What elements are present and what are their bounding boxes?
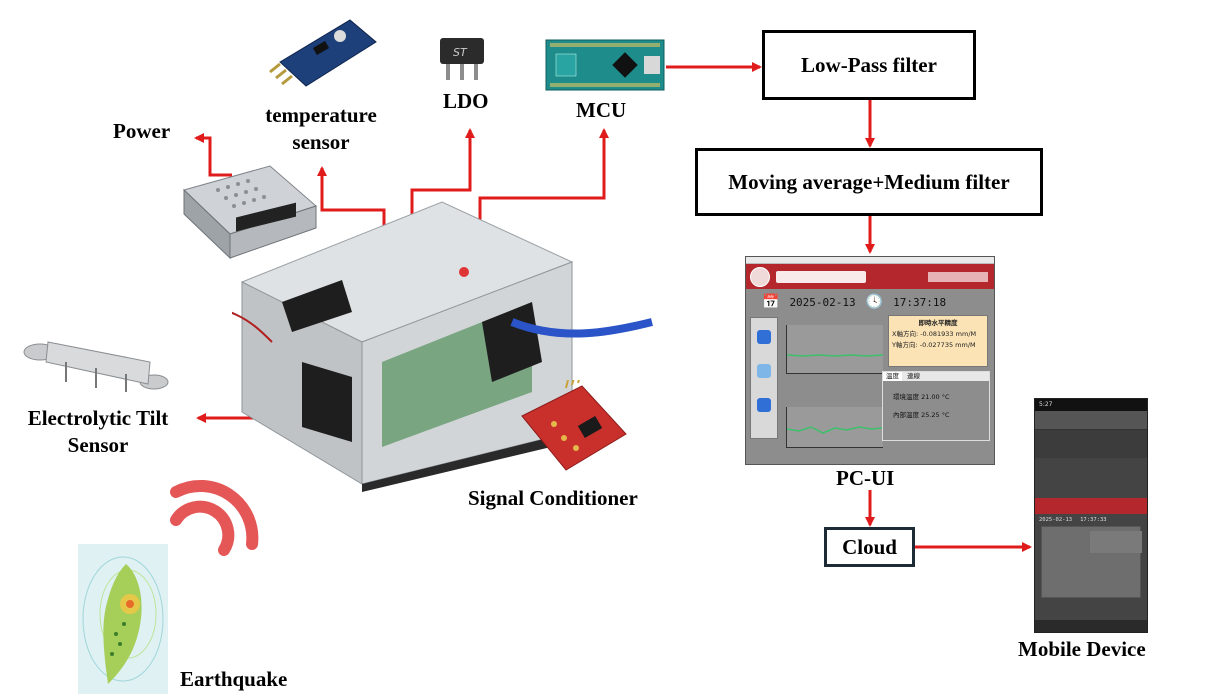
mcu-board-image [545,39,665,91]
ui-banner [746,264,994,289]
inner-temp-reading: 內部溫度 25.25 °C [893,411,950,419]
save-icon[interactable] [757,330,771,344]
low-pass-filter-box: Low-Pass filter [762,30,976,100]
signal-conditioner-label: Signal Conditioner [468,486,638,510]
pc-ui-screen: 📅 2025-02-13 🕓 17:37:18 即時水平精度 X軸方向: -0.… [745,256,995,465]
temperature-sensor-label: temperature sensor [265,103,377,154]
window-titlebar [746,257,994,264]
ldo-chip-image: ST [440,38,484,80]
mcu-label: MCU [576,98,627,122]
logo-icon [750,266,770,287]
pc-ui-label: PC-UI [836,466,895,490]
clock-icon: 🕓 [865,294,884,310]
tab-connection[interactable]: 連線 [907,372,920,380]
exit-icon[interactable] [757,398,771,412]
mobile-toolbar [1035,430,1147,458]
device-enclosure-image [232,201,653,492]
settings-icon[interactable] [757,364,771,378]
mobile-ui-content [1041,526,1142,598]
ldo-label: LDO [443,89,489,113]
tilt-sensor-image [23,341,169,392]
level-accuracy-panel: 即時水平精度 X軸方向: -0.081933 mm/M Y軸方向: -0.027… [888,315,988,367]
y-axis-tilt-chart [786,407,884,448]
tab-temperature[interactable]: 溫度 [883,372,902,381]
lab-name-logo [928,271,988,282]
power-supply-image [183,165,317,260]
wireless-signal-icon [170,479,259,556]
ui-sidebar [750,317,778,439]
arrow-to-power [194,133,232,177]
mobile-device-label: Mobile Device [1018,637,1146,661]
x-axis-tilt-chart [786,325,884,374]
signal-conditioner-image [521,380,627,471]
earthquake-label: Earthquake [180,667,288,691]
calendar-icon: 📅 [762,294,780,310]
mobile-browser-bar[interactable] [1035,411,1147,430]
mobile-ui-banner [1035,498,1147,514]
mobile-nav-bar[interactable] [1035,620,1147,632]
cloud-box: Cloud [824,527,915,567]
tilt-sensor-label: Electrolytic Tilt Sensor [27,406,169,457]
temperature-panel: 溫度 連線 環境溫度 21.00 °C 內部溫度 25.25 °C [882,371,990,441]
earthquake-map-image [78,544,168,694]
ambient-temp-reading: 環境溫度 21.00 °C [893,393,950,401]
svg-text:ST: ST [453,46,468,59]
mobile-status-bar: 5:27 [1035,399,1147,411]
school-name-logo [776,270,866,283]
y-axis-reading: Y軸方向: -0.027735 mm/M [892,341,976,349]
level-panel-title: 即時水平精度 [918,319,958,327]
x-axis-reading: X軸方向: -0.081933 mm/M [892,330,977,338]
ui-time: 17:37:18 [893,295,947,309]
power-label: Power [113,119,171,143]
moving-average-filter-box: Moving average+Medium filter [695,148,1043,216]
temperature-sensor-image [269,19,377,87]
ui-date: 2025-02-13 [789,295,856,309]
